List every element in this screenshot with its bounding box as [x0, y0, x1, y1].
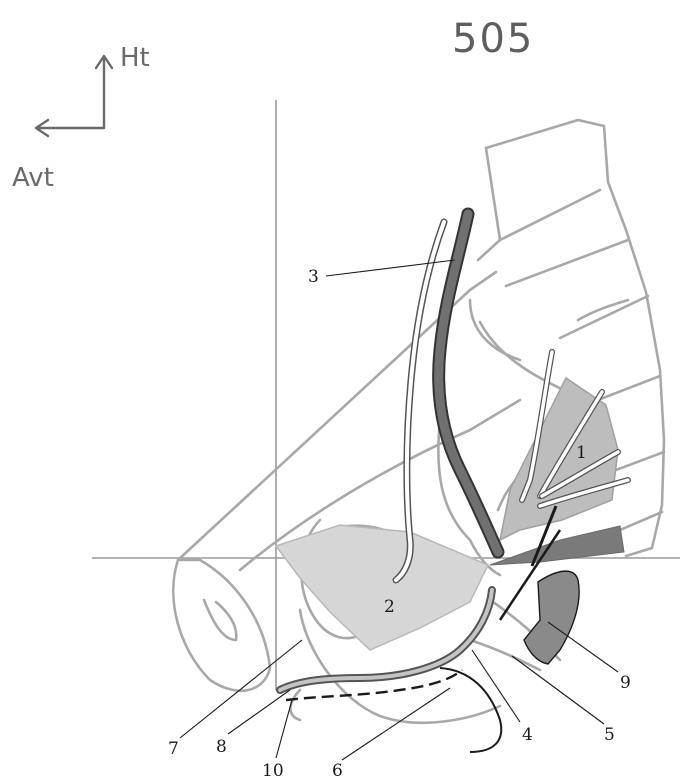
leader-10 — [276, 700, 292, 758]
label-4: 4 — [522, 725, 533, 745]
label-3: 3 — [308, 267, 319, 287]
callout-labels: 1 2 3 4 5 6 7 8 9 10 — [168, 267, 631, 778]
up-direction-label: Ht — [120, 43, 150, 73]
figure-number: 505 — [452, 16, 534, 62]
label-1: 1 — [576, 443, 587, 463]
label-5: 5 — [604, 725, 615, 745]
label-6: 6 — [332, 761, 343, 778]
label-7: 7 — [168, 739, 179, 759]
orientation-compass: Ht Avt — [12, 43, 150, 193]
label-2: 2 — [384, 597, 395, 617]
left-direction-label: Avt — [12, 163, 54, 193]
label-9: 9 — [620, 673, 631, 693]
leader-3 — [326, 260, 455, 276]
lateral-organ-fill — [524, 571, 579, 664]
region-2-fill — [276, 525, 488, 650]
left-arrow-icon — [36, 120, 104, 136]
label-8: 8 — [216, 737, 227, 757]
leader-5 — [512, 656, 604, 724]
dark-vessel-outline — [439, 214, 498, 552]
leader-6 — [342, 688, 450, 760]
up-arrow-icon — [96, 56, 112, 128]
label-10: 10 — [262, 761, 284, 778]
leader-8 — [228, 690, 290, 734]
body-outline — [173, 272, 560, 723]
